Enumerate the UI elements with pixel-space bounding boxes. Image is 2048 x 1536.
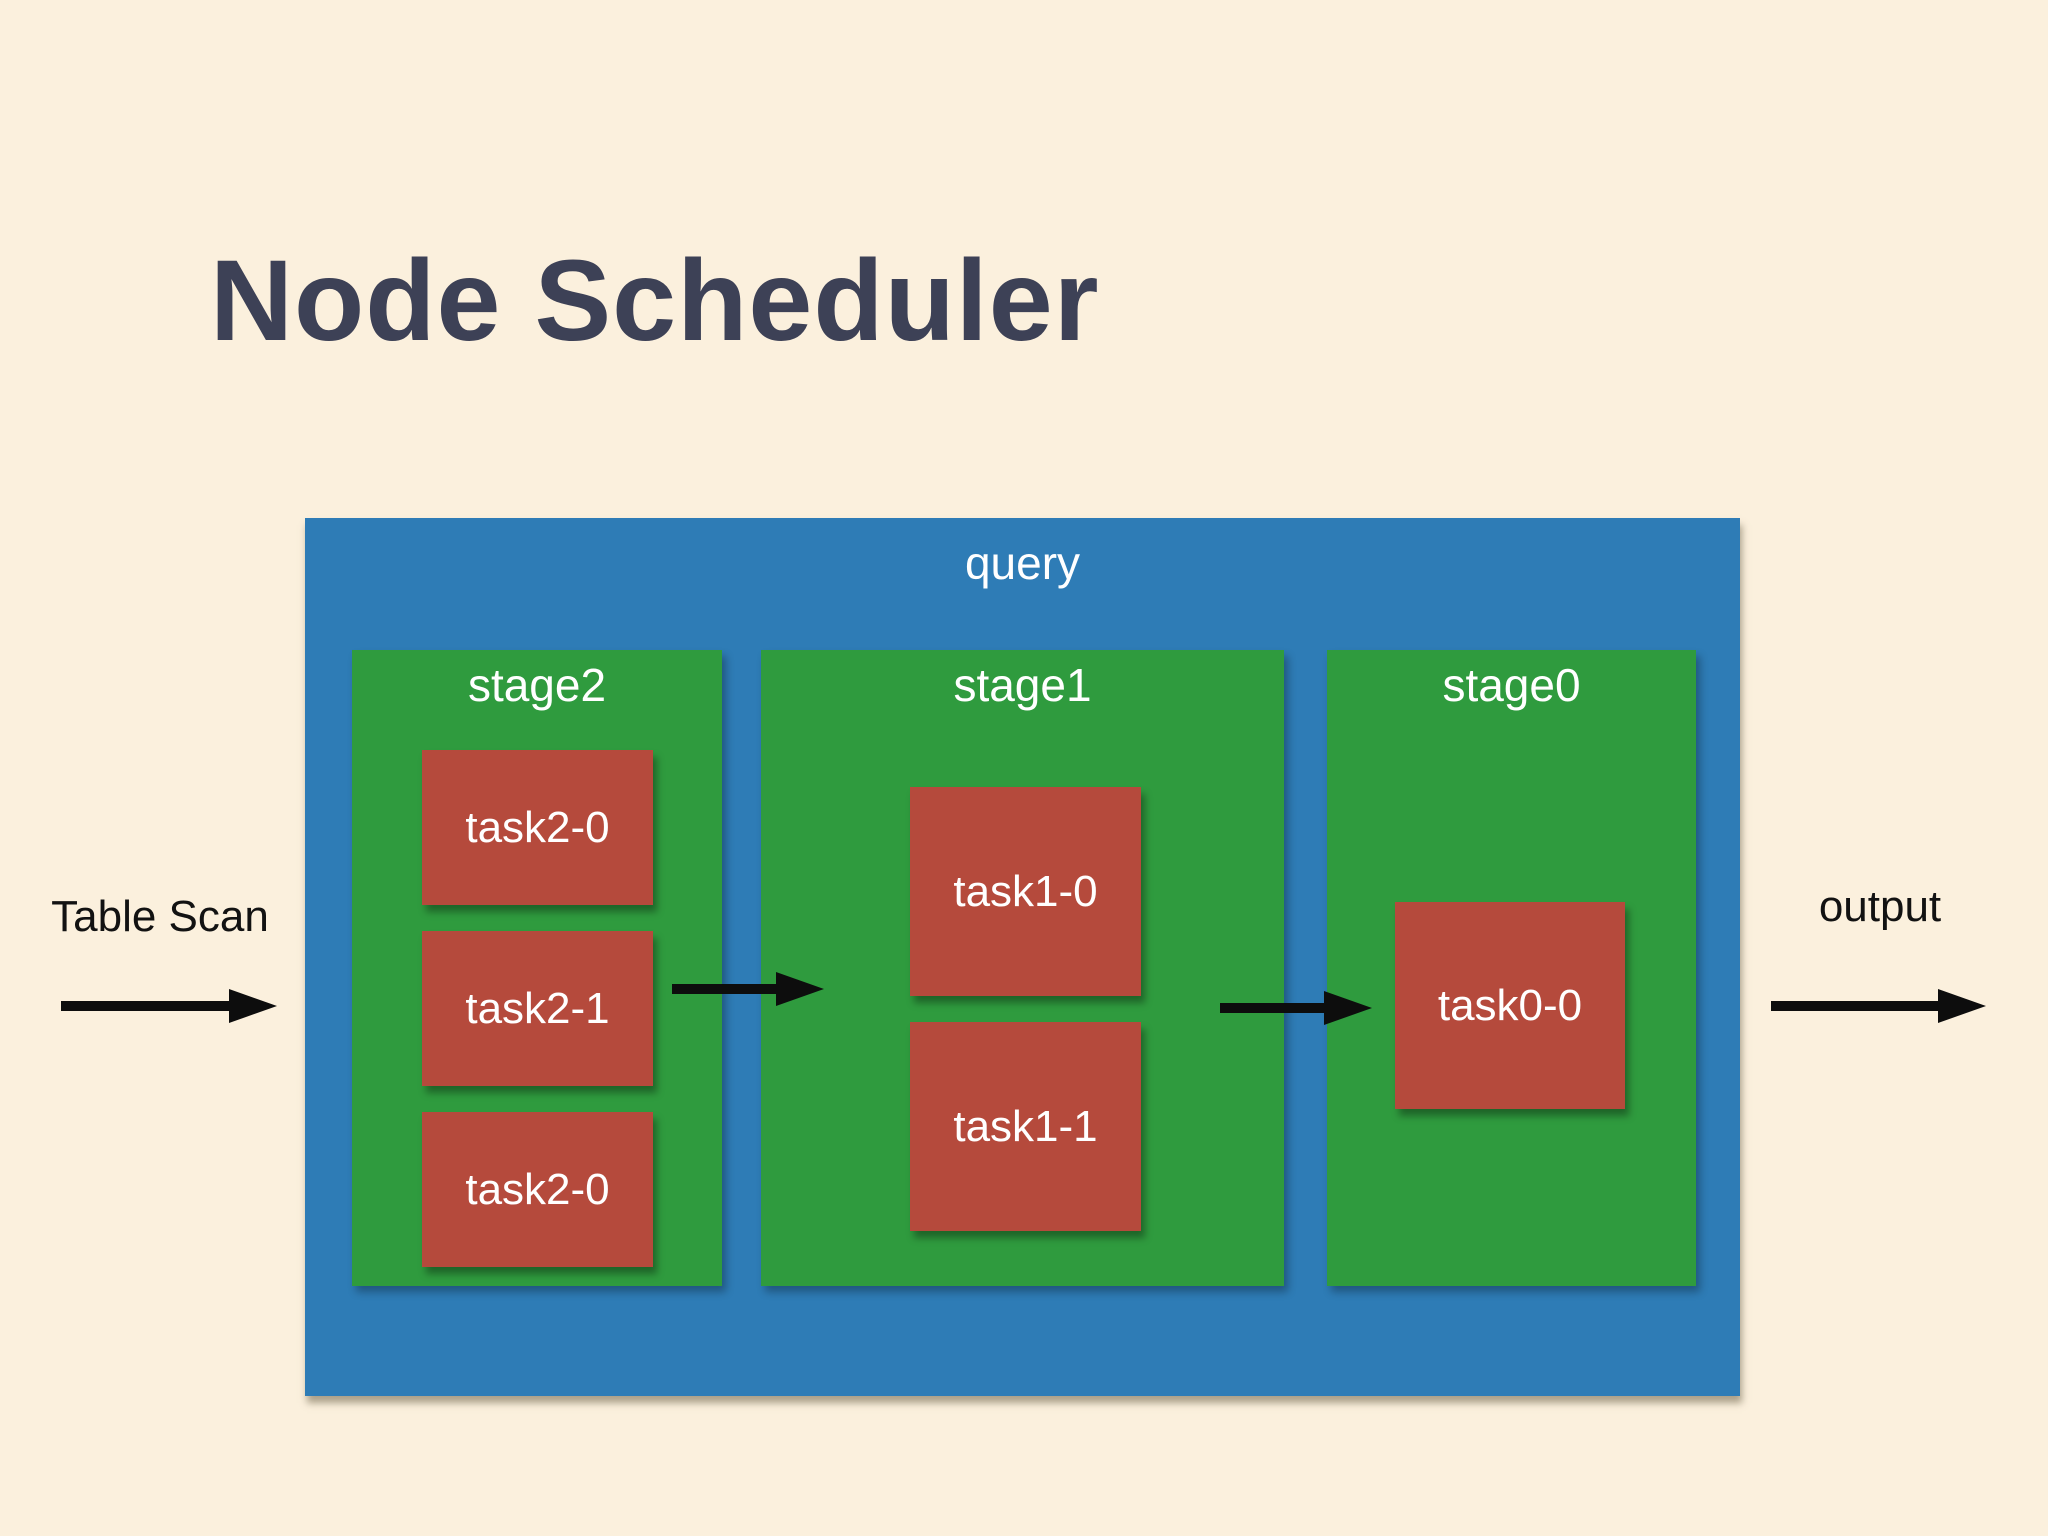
- arrow-shaft: [1771, 1001, 1938, 1011]
- task-box-task1-1: task1-1: [910, 1022, 1141, 1231]
- arrowhead-icon: [229, 989, 277, 1023]
- task-box-task1-0: task1-0: [910, 787, 1141, 996]
- stage-box-stage1: stage1 task1-0 task1-1: [761, 650, 1284, 1286]
- query-box: query stage2 task2-0 task2-1 task2-0 sta…: [305, 518, 1740, 1396]
- arrowhead-icon: [1324, 991, 1372, 1025]
- table-scan-label: Table Scan: [51, 892, 269, 941]
- stage-box-stage2: stage2 task2-0 task2-1 task2-0: [352, 650, 722, 1286]
- arrow-shaft: [61, 1001, 229, 1011]
- stage-label-stage0: stage0: [1442, 659, 1581, 711]
- table-scan-arrow-icon: [61, 989, 277, 1023]
- stage-box-stage0: stage0 task0-0: [1327, 650, 1696, 1286]
- query-label: query: [964, 537, 1081, 589]
- arrow-shaft: [672, 984, 776, 994]
- arrowhead-icon: [776, 972, 824, 1006]
- task-box-task2-0b: task2-0: [422, 1112, 653, 1267]
- stage-label-stage2: stage2: [467, 659, 607, 711]
- task-box-task0-0: task0-0: [1395, 902, 1625, 1109]
- arrow-shaft: [1220, 1003, 1324, 1013]
- stage2-to-stage1-arrow-icon: [672, 972, 824, 1006]
- page-title: Node Scheduler: [210, 237, 1100, 365]
- task-box-task2-0: task2-0: [422, 750, 653, 905]
- arrowhead-icon: [1938, 989, 1986, 1023]
- stage-label-stage1: stage1: [953, 659, 1092, 711]
- task-box-task2-1: task2-1: [422, 931, 653, 1086]
- stage1-to-stage0-arrow-icon: [1220, 991, 1372, 1025]
- output-label: output: [1818, 882, 1942, 931]
- output-arrow-icon: [1771, 989, 1986, 1023]
